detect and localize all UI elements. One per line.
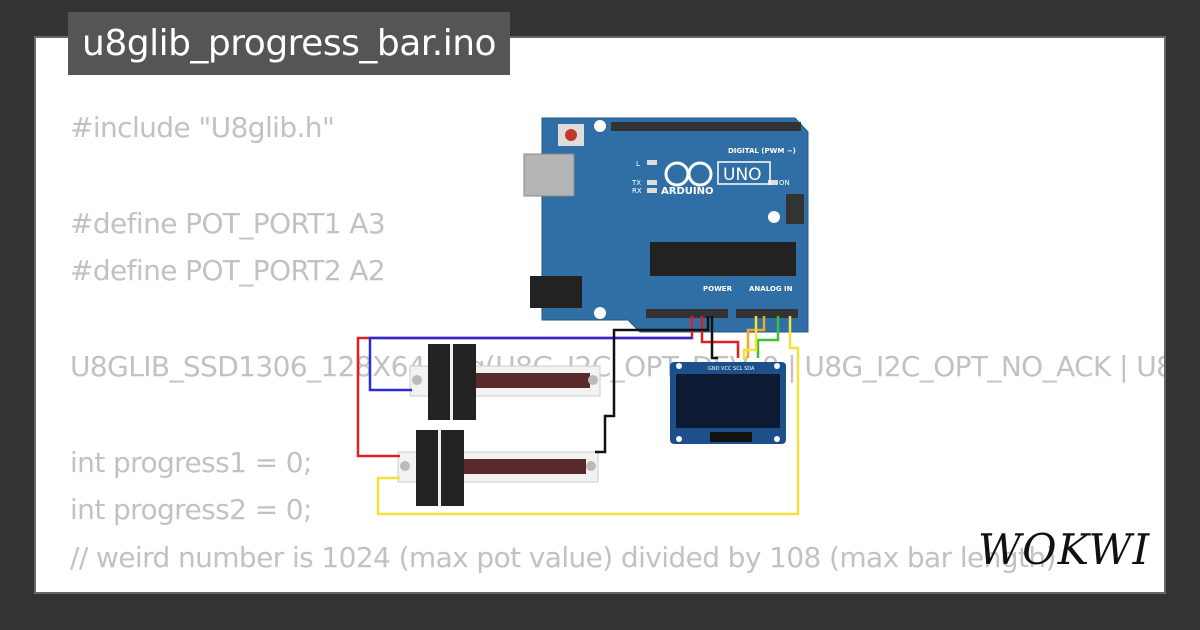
arduino-uno-board[interactable]: ARDUINO UNO DIGITAL (PWM ~) POWER ANALOG… <box>523 117 809 333</box>
code-line: U8GLIB_SSD1306_128X64 u8g(U8G_I2C_OPT_DE… <box>70 349 1164 383</box>
wire-yellow-a <box>742 316 758 360</box>
wire-black-pot <box>595 316 710 454</box>
code-line: // weird number is 1024 (max pot value) … <box>70 541 1056 575</box>
slide-potentiometer-1[interactable] <box>409 344 601 420</box>
on-led-label: ON <box>779 179 790 187</box>
wire-blue <box>368 336 692 392</box>
l-led-label: L <box>636 160 640 168</box>
power-header-label: POWER <box>703 285 733 293</box>
oled-display[interactable]: GND VCC SCL SDA <box>670 362 786 444</box>
wire-yellow <box>376 316 800 516</box>
analog-header-label: ANALOG IN <box>749 285 793 293</box>
wokwi-logo[interactable]: WOKWI <box>978 525 1151 574</box>
arduino-model-label: UNO <box>723 165 762 185</box>
code-line: int progress1 = 0; <box>70 445 312 479</box>
wire-black-oled <box>710 316 718 360</box>
code-line: #define POT_PORT2 A2 <box>70 254 386 288</box>
code-line: int progress2 = 0; <box>70 493 312 527</box>
rx-led-label: RX <box>632 187 642 195</box>
tx-led-label: TX <box>631 179 641 187</box>
arduino-brand-label: ARDUINO <box>661 186 713 197</box>
digital-header-label: DIGITAL (PWM ~) <box>728 147 796 155</box>
code-listing: #include "U8glib.h" #define POT_PORT1 A3… <box>70 104 1164 592</box>
project-title[interactable]: u8glib_progress_bar.ino <box>68 12 511 75</box>
code-line: #define POT_PORT1 A3 <box>70 206 386 240</box>
oled-pin-labels: GND VCC SCL SDA <box>708 366 755 372</box>
wires <box>356 316 800 516</box>
code-line: const float progressBarConversion = 9.48… <box>70 582 1164 592</box>
code-line: #include "U8glib.h" <box>70 111 335 144</box>
wire-green <box>756 316 780 358</box>
slide-potentiometer-2[interactable] <box>397 430 599 506</box>
